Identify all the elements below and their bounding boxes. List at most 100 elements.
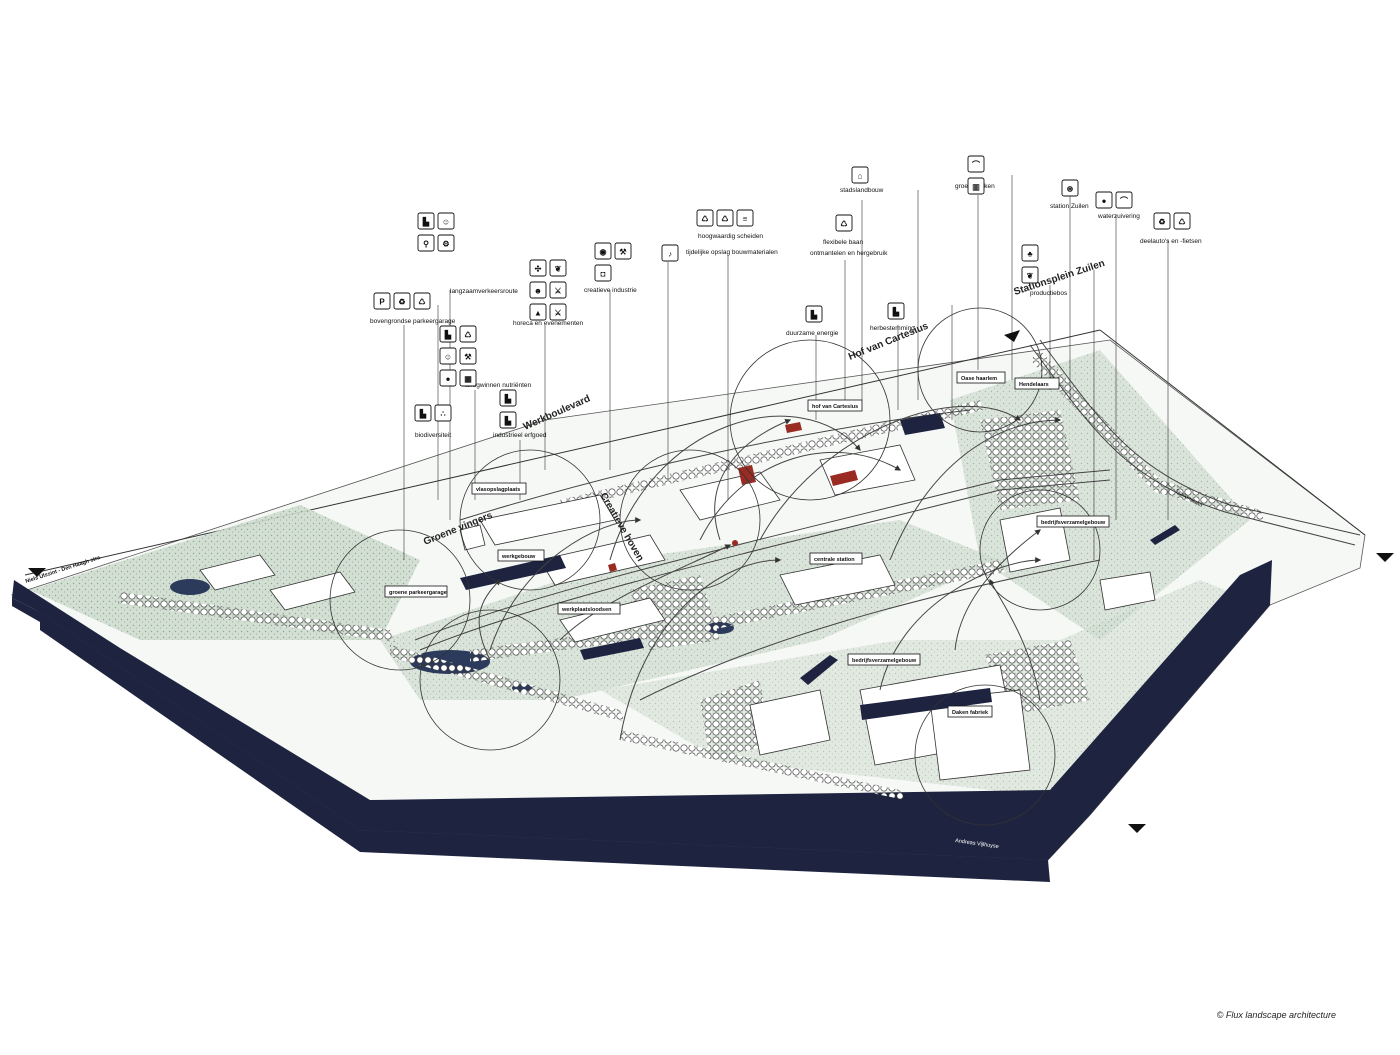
leaf-icon: ❦ <box>1021 266 1039 284</box>
svg-text:♺: ♺ <box>418 298 425 307</box>
svg-text:▙: ▙ <box>810 310 818 321</box>
drop-icon: ● <box>439 369 457 387</box>
svg-text:♺: ♺ <box>1178 218 1185 227</box>
callout-label-productiebos: productiebos <box>1030 290 1068 297</box>
callout-label-deelauto: deelauto's en -fietsen <box>1140 238 1202 245</box>
svg-text:♻: ♻ <box>1158 218 1165 227</box>
svg-text:bedrijfsverzamelgebouw: bedrijfsverzamelgebouw <box>1041 520 1106 526</box>
callout-label-hoogwaardig-scheiden: hoogwaardig scheiden <box>698 233 763 240</box>
pond-1 <box>170 579 210 595</box>
svg-text:⚔: ⚔ <box>554 309 561 318</box>
callout-langzaamverkeersroute: langzaamverkeersroute▙☺⚲⚙ <box>417 212 518 295</box>
tent-icon: ▲ <box>529 303 547 321</box>
svg-text:▙: ▙ <box>422 217 430 228</box>
hand-recycle-icon: ♻ <box>393 292 411 310</box>
box-label-vlasopslag: vlasopslagplaats <box>471 482 527 495</box>
box-label-centrale-station: centrale station <box>809 552 863 565</box>
svg-text:♺: ♺ <box>701 215 708 224</box>
svg-text:⚒: ⚒ <box>464 353 471 362</box>
section-markers <box>28 330 1394 833</box>
svg-text:☻: ☻ <box>534 287 542 296</box>
svg-text:♪: ♪ <box>668 250 672 259</box>
svg-text:vlasopslagplaats: vlasopslagplaats <box>476 487 520 493</box>
chat-icon: ◉ <box>594 242 612 260</box>
walk-icon: ⚲ <box>417 234 435 252</box>
callout-waterzuivering: waterzuivering●⌒ <box>1095 191 1140 220</box>
recycle-icon: ♺ <box>835 214 853 232</box>
north-boundary-line <box>24 329 1101 576</box>
canal-front-face <box>12 598 40 622</box>
roof-icon: ⌒ <box>967 155 985 173</box>
tree-icon: ♣ <box>1021 244 1039 262</box>
recycle-icon: ♺ <box>696 209 714 227</box>
callout-label-waterzuivering: waterzuivering <box>1097 213 1140 220</box>
svg-text:♺: ♺ <box>464 331 471 340</box>
box-labels: groene parkeergarage vlasopslagplaats werk… <box>384 371 1110 718</box>
person-icon: ☺ <box>439 347 457 365</box>
svg-text:⚙: ⚙ <box>442 240 449 249</box>
chip-icon: ◘ <box>594 264 612 282</box>
callout-label-biodiversiteit: biodiversiteit <box>415 432 451 439</box>
callout-tijdelijke-opslag: tijdelijke opslag bouwmaterialen♪ <box>661 244 778 262</box>
svg-text:▙: ▙ <box>444 330 452 341</box>
leaf-icon: ❦ <box>549 259 567 277</box>
flow-arrows <box>478 405 1062 741</box>
callout-label-bovengrondse-parkeergarage: bovengrondse parkeergarage <box>370 318 456 325</box>
bars-icon: ≡ <box>736 209 754 227</box>
box-label-oase-haarlem: Oase haarlem <box>956 371 1006 384</box>
callout-label-flexibele-baan: flexibele baan <box>823 239 863 246</box>
callout-label-ontmantelen: ontmantelen en hergebruik <box>810 250 888 257</box>
box-label-daken-fabriek: Daken fabriek <box>947 705 993 718</box>
callout-deelauto: deelauto's en -fietsen ♻ ♺ <box>1140 212 1202 245</box>
factory-icon: ▙ <box>499 411 517 429</box>
callout-hoogwaardig-scheiden: hoogwaardig scheiden♺♺≡ <box>696 209 763 240</box>
tree-rows <box>118 350 1265 800</box>
section-marker-west <box>28 568 46 577</box>
east-boundary-line <box>1099 329 1366 536</box>
tool-icon: ⚒ <box>459 347 477 365</box>
svg-text:▥: ▥ <box>972 183 980 192</box>
factory-icon: ▙ <box>414 404 432 422</box>
svg-text:▙: ▙ <box>504 394 512 405</box>
callout-biodiversiteit: biodiversiteit ▙ ∴ <box>414 404 452 439</box>
recycle-icon: ♺ <box>1173 212 1191 230</box>
svg-text:☺: ☺ <box>444 353 452 362</box>
callout-label-terugwinnen-nutrienten: terugwinnen nutriënten <box>465 382 532 389</box>
svg-text:◉: ◉ <box>600 248 607 257</box>
callout-industrieel-erfgoed: industrieel erfgoed ▙ ▙ <box>493 389 547 439</box>
microphone-icon: ♪ <box>661 244 679 262</box>
leader-lines <box>403 175 1169 560</box>
hand-recycle-icon: ♻ <box>1153 212 1171 230</box>
factory-icon: ▙ <box>805 305 823 323</box>
callout-label-industrieel-erfgoed: industrieel erfgoed <box>493 432 547 439</box>
callout-horeca-en-evenementen: horeca en evenementen✣❦☻⚔▲⚔ <box>513 259 583 327</box>
box-label-werkplaatsloodsen: werkplaatsloodsen <box>557 602 621 615</box>
svg-text:⚒: ⚒ <box>619 248 626 257</box>
house-icon: ⌂ <box>851 166 869 184</box>
svg-text:▲: ▲ <box>534 309 542 318</box>
callout-bovengrondse-parkeergarage: bovengrondse parkeergarage P ♻ ♺ <box>370 292 456 325</box>
svg-text:⊛: ⊛ <box>1067 185 1074 194</box>
cutlery-icon: ⚔ <box>549 281 567 299</box>
svg-text:centrale station: centrale station <box>814 557 855 563</box>
box-label-groene-parkeergarage: groene parkeergarage <box>384 585 448 598</box>
train-icon: ⊛ <box>1061 179 1079 197</box>
recycle-icon: ♺ <box>716 209 734 227</box>
svg-text:✣: ✣ <box>535 265 542 274</box>
tool-icon: ⚒ <box>614 242 632 260</box>
svg-text:P: P <box>379 298 385 307</box>
factory-icon: ▙ <box>887 302 905 320</box>
callout-station-zuilen: station Zuilen⊛ <box>1050 179 1089 210</box>
svg-text:Oase haarlem: Oase haarlem <box>961 376 997 382</box>
svg-text:▙: ▙ <box>419 409 427 420</box>
svg-text:▦: ▦ <box>464 375 472 384</box>
bike-icon: ⚙ <box>437 234 455 252</box>
wind-icon: ✣ <box>529 259 547 277</box>
cutlery-icon: ⚔ <box>549 303 567 321</box>
box-label-bedrijfsverzamelgebouw-2: bedrijfsverzamelgebouw <box>847 653 921 666</box>
svg-text:❦: ❦ <box>555 265 562 274</box>
roof-icon: ⌒ <box>1115 191 1133 209</box>
solar-roofs <box>460 413 1180 720</box>
dots-icon: ∴ <box>434 404 452 422</box>
